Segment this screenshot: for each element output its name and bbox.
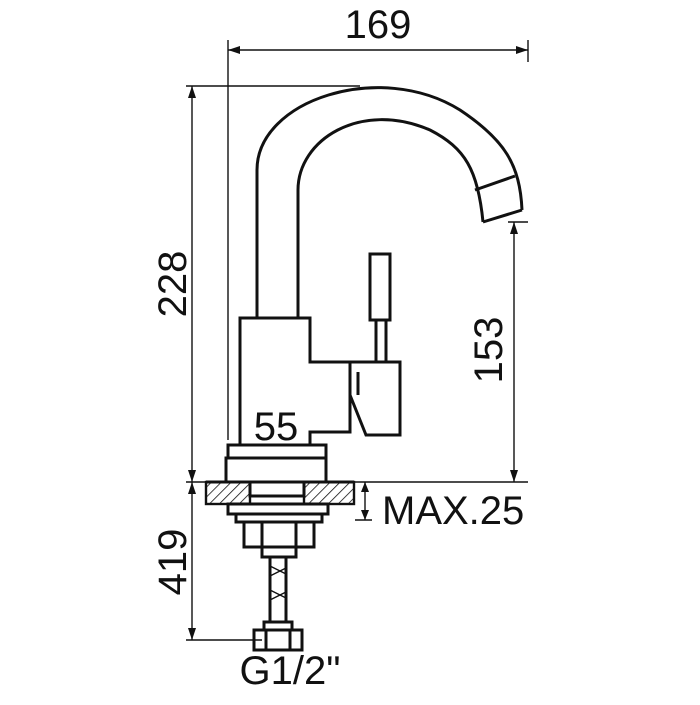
dimension-max-thickness: MAX.25 bbox=[382, 489, 524, 533]
hose-fitting bbox=[252, 620, 304, 652]
countertop-section bbox=[204, 480, 356, 506]
dimension-spout-height: 153 bbox=[467, 317, 511, 384]
thread-size-label: G1/2" bbox=[240, 649, 341, 693]
dimension-width-top: 169 bbox=[345, 3, 412, 47]
faucet-base bbox=[224, 443, 328, 484]
faucet-handle bbox=[348, 252, 402, 437]
mounting-shank bbox=[226, 480, 330, 559]
dimension-hose-length: 419 bbox=[151, 529, 195, 596]
dimension-arrows bbox=[188, 46, 528, 640]
flexible-hose bbox=[268, 557, 288, 622]
dimension-base-width: 55 bbox=[254, 405, 299, 449]
extension-lines bbox=[186, 40, 529, 641]
faucet-spout bbox=[255, 86, 524, 318]
dimension-height-total: 228 bbox=[151, 251, 195, 318]
